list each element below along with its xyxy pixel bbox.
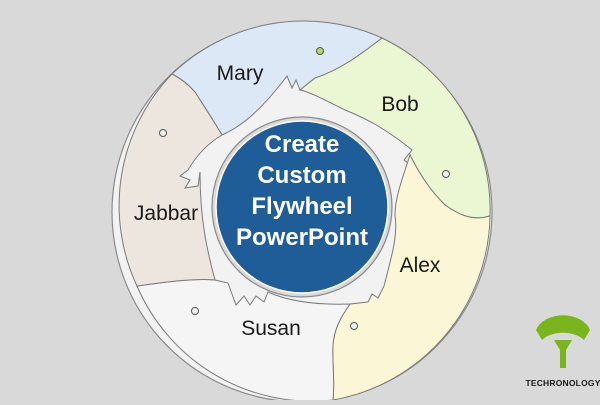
dot-icon (159, 129, 167, 137)
segment-susan (136, 278, 351, 402)
hub-title-line-2: Custom (257, 162, 346, 189)
hub-title-line-3: Flywheel (251, 193, 352, 220)
segment-label-susan: Susan (241, 317, 301, 340)
hub-circle (215, 120, 389, 294)
logo-text: TECHRONOLOGY (525, 378, 600, 388)
segment-label-bob: Bob (381, 93, 418, 116)
dot-icon (442, 170, 450, 178)
hub-title-line-4: PowerPoint (236, 224, 368, 251)
segment-label-alex: Alex (400, 254, 441, 277)
hub-title-line-1: Create (265, 131, 340, 158)
segment-label-mary: Mary (217, 62, 264, 85)
dot-icon (350, 322, 358, 330)
dot-icon (191, 307, 199, 315)
dot-icon (316, 47, 324, 55)
techronology-logo-icon (536, 315, 590, 368)
segment-jabbar (118, 73, 223, 287)
segment-label-jabbar: Jabbar (134, 202, 198, 225)
